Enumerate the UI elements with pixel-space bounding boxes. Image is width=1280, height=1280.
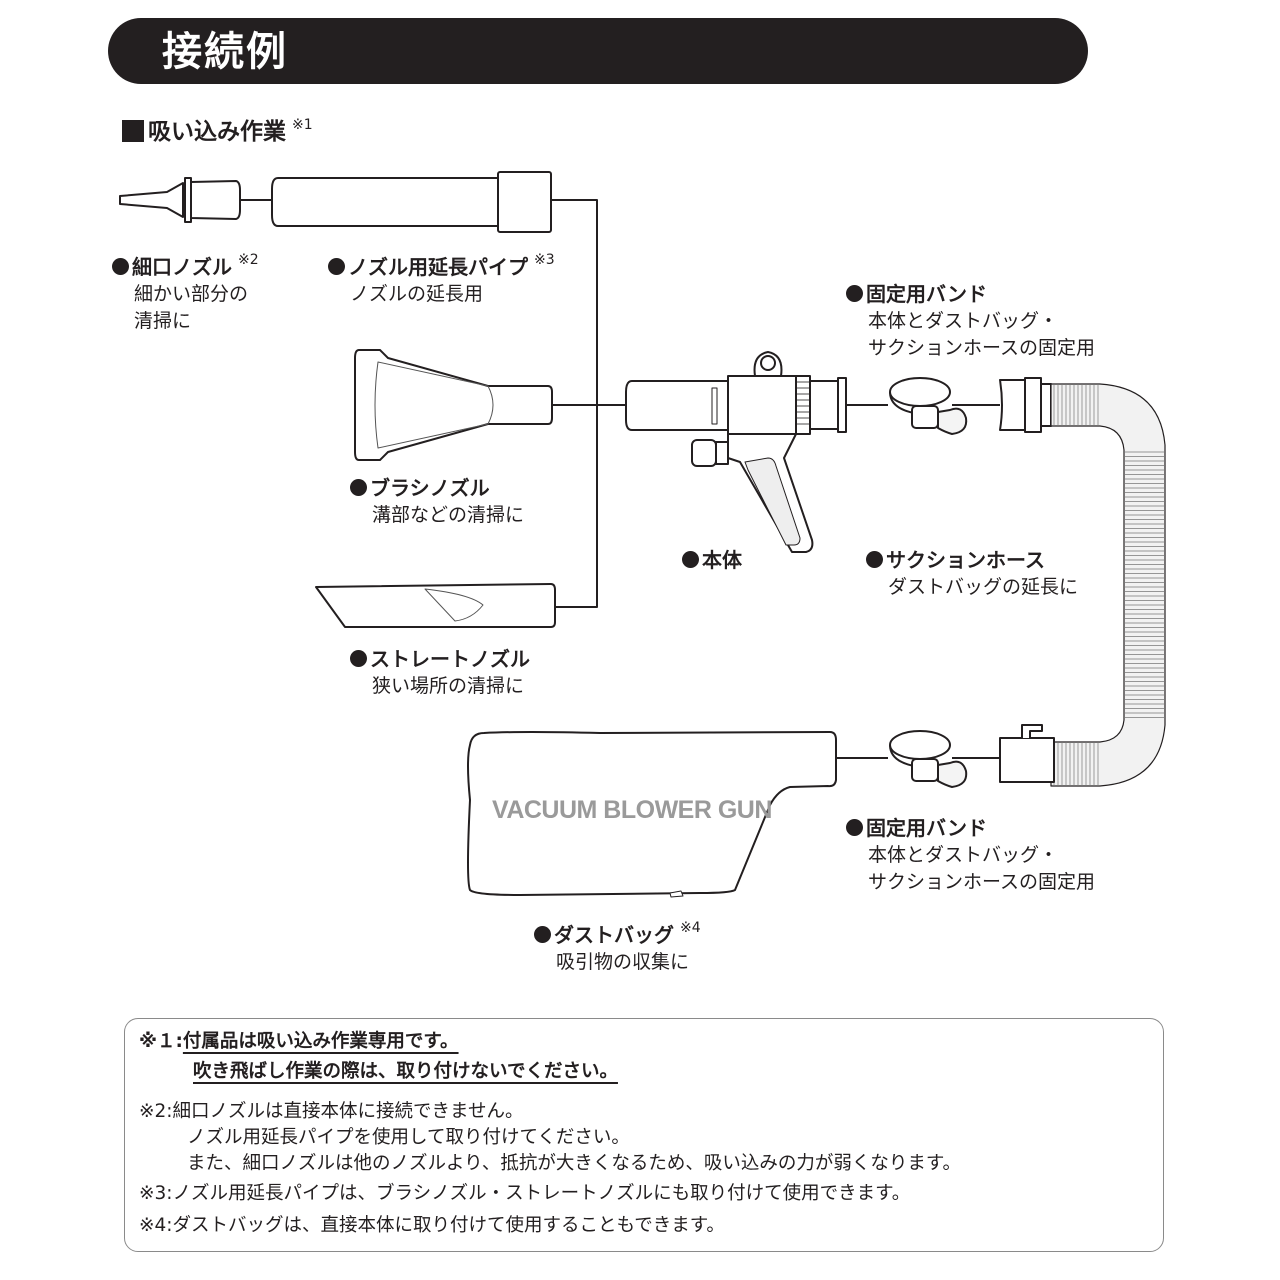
part-desc: 清掃に — [134, 310, 192, 332]
part-desc: ダストバッグの延長に — [888, 576, 1079, 598]
part-desc: 溝部などの清掃に — [372, 504, 525, 526]
part-desc: サクションホースの固定用 — [868, 871, 1096, 893]
note-2-line-3: また、細口ノズルは他のノズルより、抵抗が大きくなるため、吸い込みの力が弱くなりま… — [187, 1153, 962, 1174]
bullet-icon — [846, 285, 863, 302]
page-title: 接続例 — [162, 29, 288, 75]
dust-bag-drawing — [467, 731, 837, 898]
note-1-line-1: ※１:付属品は吸い込み作業専用です。 — [139, 1031, 459, 1052]
note-mark: ※4: — [139, 1215, 173, 1236]
straight-nozzle-drawing — [315, 583, 556, 628]
label-fine-nozzle: 細口ノズル ※2 細かい部分の 清掃に — [112, 246, 259, 335]
label-band-top: 固定用バンド 本体とダストバッグ・ サクションホースの固定用 — [846, 280, 1095, 362]
part-name: ノズル用延長パイプ — [348, 255, 528, 279]
gun-body-drawing — [625, 351, 847, 553]
note-mark: ※3: — [139, 1183, 173, 1204]
dust-bag-print: VACUUM BLOWER GUN — [492, 796, 772, 824]
note-mark: ※2: — [139, 1101, 173, 1122]
label-band-bottom: 固定用バンド 本体とダストバッグ・ サクションホースの固定用 — [846, 814, 1095, 896]
connector-lines — [240, 199, 1000, 759]
section-title: 吸い込み作業 ※1 — [122, 108, 313, 149]
note-ref: ※1 — [292, 117, 313, 133]
square-bullet-icon — [122, 120, 144, 142]
part-desc: 狭い場所の清掃に — [372, 675, 525, 697]
part-name: ブラシノズル — [370, 476, 490, 500]
part-name: 本体 — [702, 548, 742, 572]
part-name: ダストバッグ — [554, 923, 674, 947]
part-name: 固定用バンド — [866, 816, 987, 840]
bullet-icon — [350, 479, 367, 496]
part-name: サクションホース — [886, 548, 1045, 572]
bullet-icon — [350, 650, 367, 667]
label-extension-pipe: ノズル用延長パイプ ※3 ノズルの延長用 — [328, 246, 555, 308]
label-brush-nozzle: ブラシノズル 溝部などの清掃に — [350, 474, 524, 529]
bullet-icon — [846, 819, 863, 836]
part-desc: サクションホースの固定用 — [868, 337, 1096, 359]
bullet-icon — [534, 926, 551, 943]
label-dust-bag: ダストバッグ ※4 吸引物の収集に — [534, 914, 701, 976]
note-3: ※3:ノズル用延長パイプは、ブラシノズル・ストレートノズルにも取り付けて使用でき… — [139, 1183, 911, 1204]
bullet-icon — [682, 551, 699, 568]
note-1-line-2: 吹き飛ばし作業の際は、取り付けないでください。 — [193, 1061, 618, 1082]
notes-box: ※１:付属品は吸い込み作業専用です。 吹き飛ばし作業の際は、取り付けないでくださ… — [124, 1018, 1164, 1252]
part-name: ストレートノズル — [370, 647, 530, 671]
bullet-icon — [866, 551, 883, 568]
header-bar — [108, 18, 1088, 84]
note-4: ※4:ダストバッグは、直接本体に取り付けて使用することもできます。 — [139, 1215, 725, 1236]
part-desc: ノズルの延長用 — [350, 283, 484, 305]
label-suction-hose: サクションホース ダストバッグの延長に — [866, 546, 1078, 601]
part-desc: 本体とダストバッグ・ — [868, 844, 1059, 866]
note-2-line-1: ※2:細口ノズルは直接本体に接続できません。 — [139, 1101, 524, 1122]
part-name: 細口ノズル — [132, 255, 232, 279]
connection-diagram: VACUUM BLOWER GUN — [119, 171, 1166, 898]
note-ref: ※4 — [680, 920, 701, 936]
label-straight-nozzle: ストレートノズル 狭い場所の清掃に — [350, 645, 530, 700]
bullet-icon — [328, 258, 345, 275]
bullet-icon — [112, 258, 129, 275]
note-ref: ※2 — [238, 252, 259, 268]
band-top-drawing — [889, 377, 968, 435]
fine-nozzle-drawing — [119, 177, 241, 223]
note-ref: ※3 — [534, 252, 555, 268]
label-body: 本体 — [682, 546, 742, 574]
brush-nozzle-drawing — [354, 349, 553, 461]
part-desc: 本体とダストバッグ・ — [868, 310, 1059, 332]
suction-hose-drawing — [999, 377, 1166, 787]
note-2-line-2: ノズル用延長パイプを使用して取り付けてください。 — [187, 1127, 630, 1148]
part-name: 固定用バンド — [866, 282, 987, 306]
part-desc: 細かい部分の — [134, 283, 249, 305]
band-bottom-drawing — [889, 730, 968, 788]
extension-pipe-drawing — [271, 171, 552, 233]
note-mark: ※１: — [139, 1031, 183, 1052]
part-desc: 吸引物の収集に — [556, 951, 690, 973]
section-title-text: 吸い込み作業 — [148, 119, 286, 145]
